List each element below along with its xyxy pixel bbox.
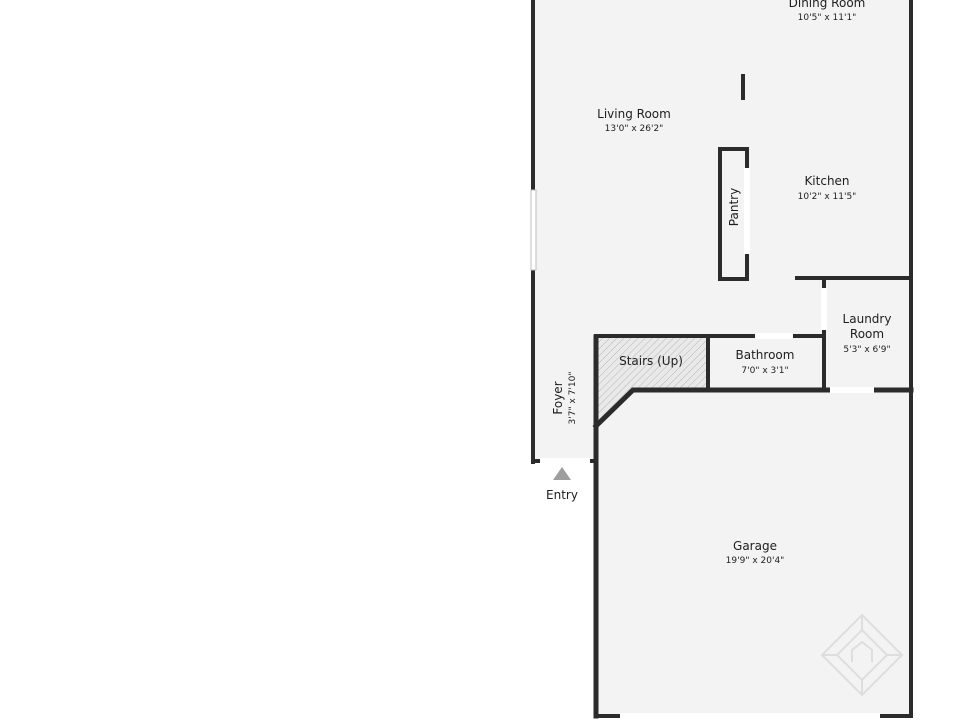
stairs-hatch (596, 337, 707, 423)
kitchen-name: Kitchen (804, 174, 849, 188)
laundry-dims: 5'3" x 6'9" (843, 345, 890, 355)
entry-label: Entry (546, 488, 578, 502)
pantry-name: Pantry (727, 188, 741, 226)
laundry-name-line1: Laundry (843, 312, 892, 326)
west-window (530, 189, 537, 271)
dining-room-dims: 10'5" x 11'1" (798, 13, 857, 23)
kitchen-dims: 10'2" x 11'5" (798, 192, 857, 202)
living-room-dims: 13'0" x 26'2" (605, 124, 664, 134)
bathroom-name: Bathroom (736, 348, 795, 362)
foyer-dims: 3'7" x 7'10" (568, 372, 578, 425)
bathroom-door (755, 333, 793, 339)
house-logo-icon (820, 613, 904, 697)
foyer-name: Foyer (551, 381, 565, 414)
living-room-name: Living Room (597, 107, 671, 121)
bathroom-dims: 7'0" x 3'1" (741, 366, 788, 376)
entry-arrow-icon (553, 467, 571, 480)
garage-door (620, 713, 880, 719)
pantry-door (744, 168, 750, 254)
laundry-name-line2: Room (850, 327, 884, 341)
entry-door (540, 458, 590, 464)
openings (530, 168, 880, 719)
laundry-garage-door (830, 387, 874, 393)
floor-area (535, 0, 911, 716)
garage-name: Garage (733, 539, 777, 553)
laundry-door (821, 288, 827, 330)
dining-room-name: Dining Room (789, 0, 866, 10)
stairs-name: Stairs (Up) (619, 354, 683, 368)
garage-dims: 19'9" x 20'4" (726, 556, 785, 566)
